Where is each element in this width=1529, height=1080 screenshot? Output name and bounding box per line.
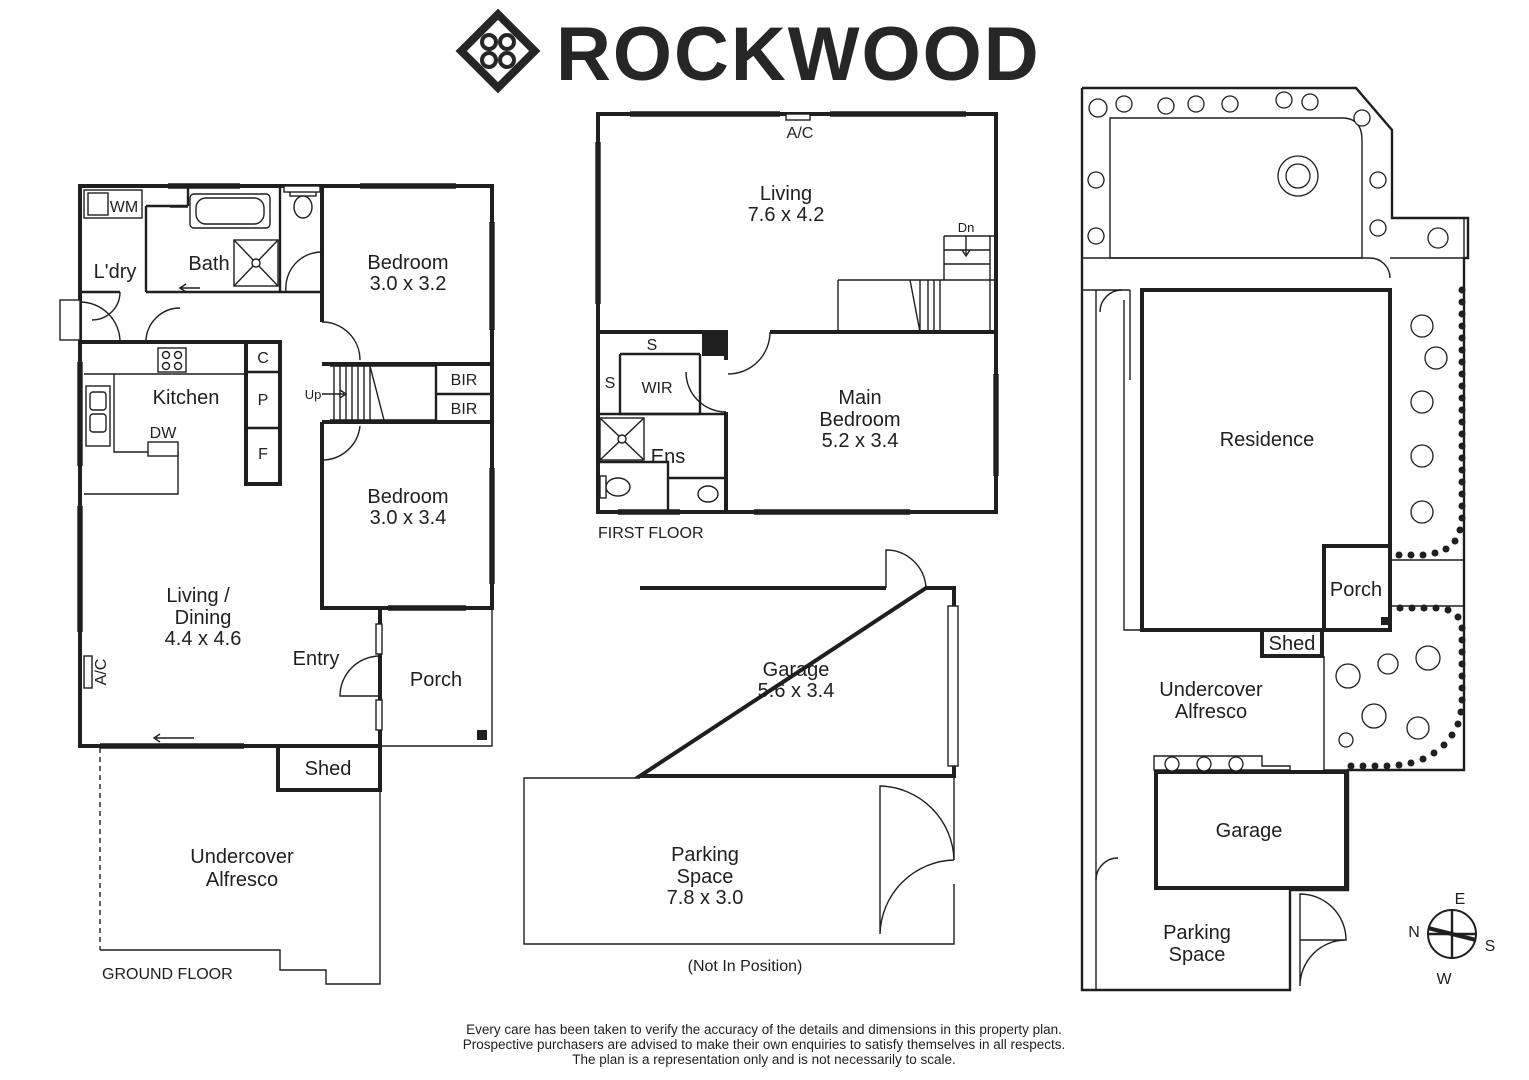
label-site-parking-line1: Parking — [1163, 922, 1231, 944]
rockwood-logo-icon — [455, 8, 541, 94]
label-entry: Entry — [293, 648, 340, 670]
label-alfresco-line1: Undercover — [190, 846, 294, 868]
label-wm: WM — [110, 199, 138, 216]
label-site-garage: Garage — [1216, 820, 1283, 842]
label-shed: Shed — [305, 758, 352, 780]
label-living-size: 4.4 x 4.6 — [165, 628, 242, 650]
label-f: F — [258, 446, 268, 463]
disclaimer-line1: Every care has been taken to verify the … — [466, 1022, 1062, 1037]
disclaimer-line2: Prospective purchasers are advised to ma… — [463, 1037, 1066, 1052]
brand-name: ROCKWOOD — [556, 12, 1041, 97]
hedge-south — [1347, 604, 1466, 770]
label-site-parking-line2: Space — [1169, 944, 1226, 966]
ground-floor-label: GROUND FLOOR — [102, 966, 233, 983]
first-floor-label: FIRST FLOOR — [598, 525, 704, 542]
label-site-alfresco-line2: Alfresco — [1175, 701, 1247, 723]
label-p: P — [258, 392, 269, 409]
label-bir1: BIR — [451, 372, 478, 389]
label-ff-living-size: 7.6 x 4.2 — [748, 204, 825, 226]
hedge-east — [1395, 286, 1466, 559]
label-site-shed: Shed — [1269, 633, 1316, 655]
label-ac: A/C — [93, 659, 110, 686]
label-parking-name2: Space — [677, 866, 734, 888]
label-site-porch: Porch — [1330, 579, 1382, 601]
label-bedroom1-size: 3.0 x 3.2 — [370, 273, 447, 295]
label-bir2: BIR — [451, 401, 478, 418]
compass-icon — [1427, 909, 1477, 959]
label-up: Up — [305, 387, 322, 402]
label-c: C — [257, 350, 269, 367]
site-trees — [1087, 91, 1449, 772]
label-ff-wir: WIR — [641, 380, 672, 397]
label-site-alfresco-line1: Undercover — [1159, 679, 1263, 701]
compass-n: N — [1408, 924, 1420, 941]
label-living-name2: Dining — [175, 607, 232, 629]
compass-w: W — [1436, 971, 1452, 988]
label-bedroom1-name: Bedroom — [367, 252, 448, 274]
compass-e: E — [1455, 891, 1466, 908]
label-not-in-position: (Not In Position) — [688, 958, 803, 975]
label-garage-name: Garage — [763, 659, 830, 681]
first-floor-plan: A/C Living 7.6 x 4.2 Dn S S WIR Ens Main… — [595, 111, 999, 542]
label-bedroom2-size: 3.0 x 3.4 — [370, 507, 447, 529]
label-bedroom2-name: Bedroom — [367, 486, 448, 508]
ground-floor-plan: WM L'dry Bath Bedroom 3.0 x 3.2 Kitchen … — [59, 183, 495, 985]
disclaimer-line3: The plan is a representation only and is… — [572, 1052, 955, 1067]
site-plan: Residence Porch Shed Undercover Alfresco… — [1080, 86, 1496, 992]
label-parking-name1: Parking — [671, 844, 739, 866]
label-ff-ens: Ens — [651, 446, 685, 468]
garage-plan: Garage 5.6 x 3.4 Parking Space 7.8 x 3.0… — [523, 549, 959, 975]
label-ff-s2: S — [605, 375, 616, 392]
label-laundry: L'dry — [94, 261, 137, 283]
label-site-residence: Residence — [1220, 429, 1315, 451]
compass-s: S — [1485, 938, 1496, 955]
label-kitchen: Kitchen — [153, 387, 220, 409]
label-ff-main-name1: Main — [838, 387, 881, 409]
label-ff-dn: Dn — [958, 220, 975, 235]
label-ff-living-name: Living — [760, 183, 812, 205]
label-parking-size: 7.8 x 3.0 — [667, 887, 744, 909]
label-ff-main-name2: Bedroom — [819, 409, 900, 431]
label-ff-s1: S — [647, 337, 658, 354]
label-ff-ac: A/C — [787, 125, 814, 142]
label-bath: Bath — [188, 253, 229, 275]
label-porch: Porch — [410, 669, 462, 691]
label-garage-size: 5.6 x 3.4 — [758, 680, 835, 702]
label-alfresco-line2: Alfresco — [206, 869, 278, 891]
label-ff-main-size: 5.2 x 3.4 — [822, 430, 899, 452]
label-living-name1: Living / — [166, 585, 230, 607]
label-dw: DW — [150, 425, 178, 442]
